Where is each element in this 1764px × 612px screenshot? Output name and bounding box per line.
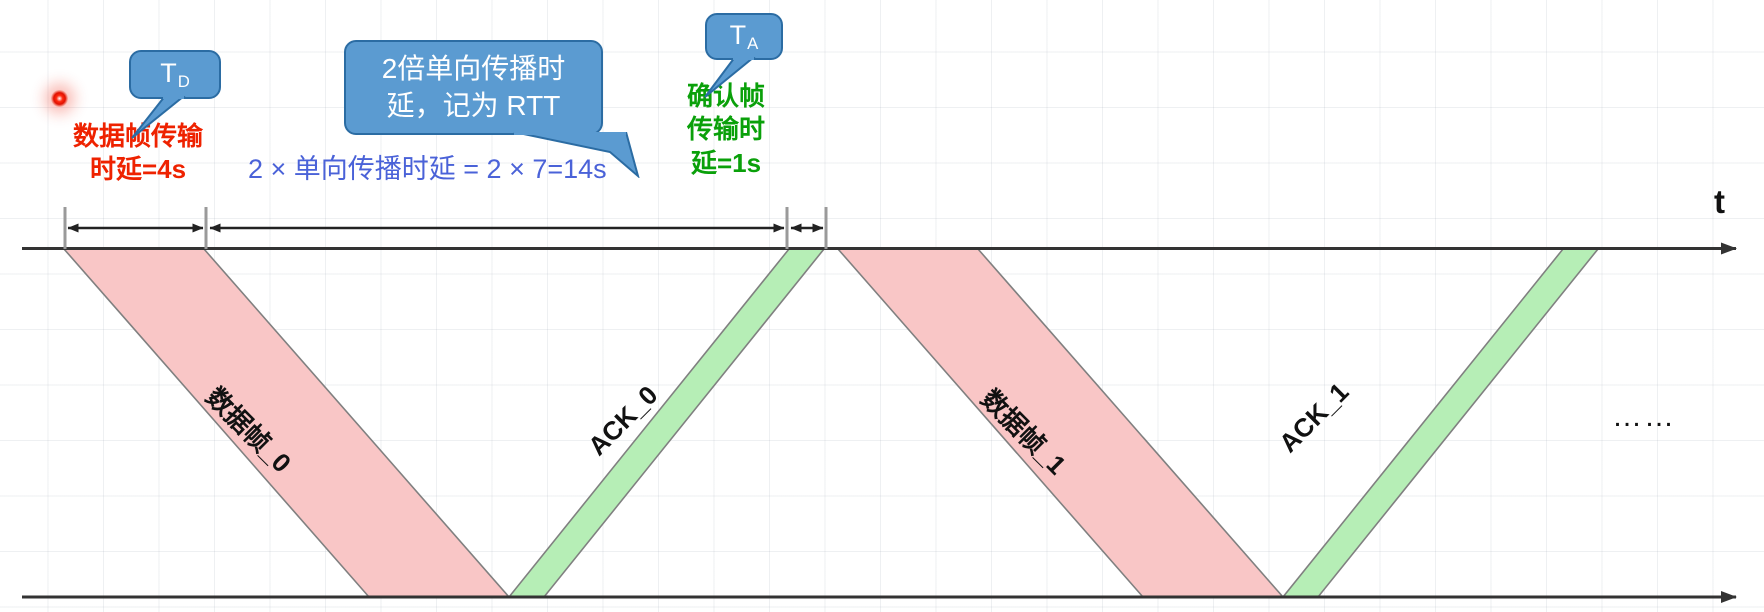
- callout-td: TD: [129, 50, 221, 139]
- callout-ta-subscript: A: [747, 34, 759, 54]
- callout-rtt-tail: [513, 132, 640, 178]
- annotation-data-frame-delay: 数据帧传输 时延=4s: [72, 121, 203, 185]
- callout-ta: TA: [704, 13, 783, 98]
- red-dot-marker: [51, 90, 68, 107]
- callout-rtt-label: 2倍单向传播时 延，记为 RTT: [381, 52, 566, 121]
- callout-td-label: TD: [160, 57, 190, 92]
- callout-ta-label: TA: [729, 19, 759, 54]
- annotation-ack-frame-delay: 确认帧 传输时 延=1s: [686, 81, 765, 178]
- measurement-ticks: [63, 207, 828, 249]
- annotation-rtt-formula: 2 × 单向传播时延 = 2 × 7=14s: [248, 154, 607, 184]
- band-ack-0: [507, 248, 826, 598]
- continuation-ellipsis: ……: [1612, 400, 1676, 433]
- callout-td-subscript: D: [177, 72, 190, 92]
- band-data-frame-0: [62, 248, 511, 598]
- callout-ta-tail: [704, 57, 756, 98]
- time-axis-label: t: [1714, 183, 1725, 220]
- band-data-frame-1: [836, 248, 1285, 598]
- callout-td-tail: [131, 96, 186, 139]
- callout-rtt: 2倍单向传播时 延，记为 RTT: [344, 40, 640, 178]
